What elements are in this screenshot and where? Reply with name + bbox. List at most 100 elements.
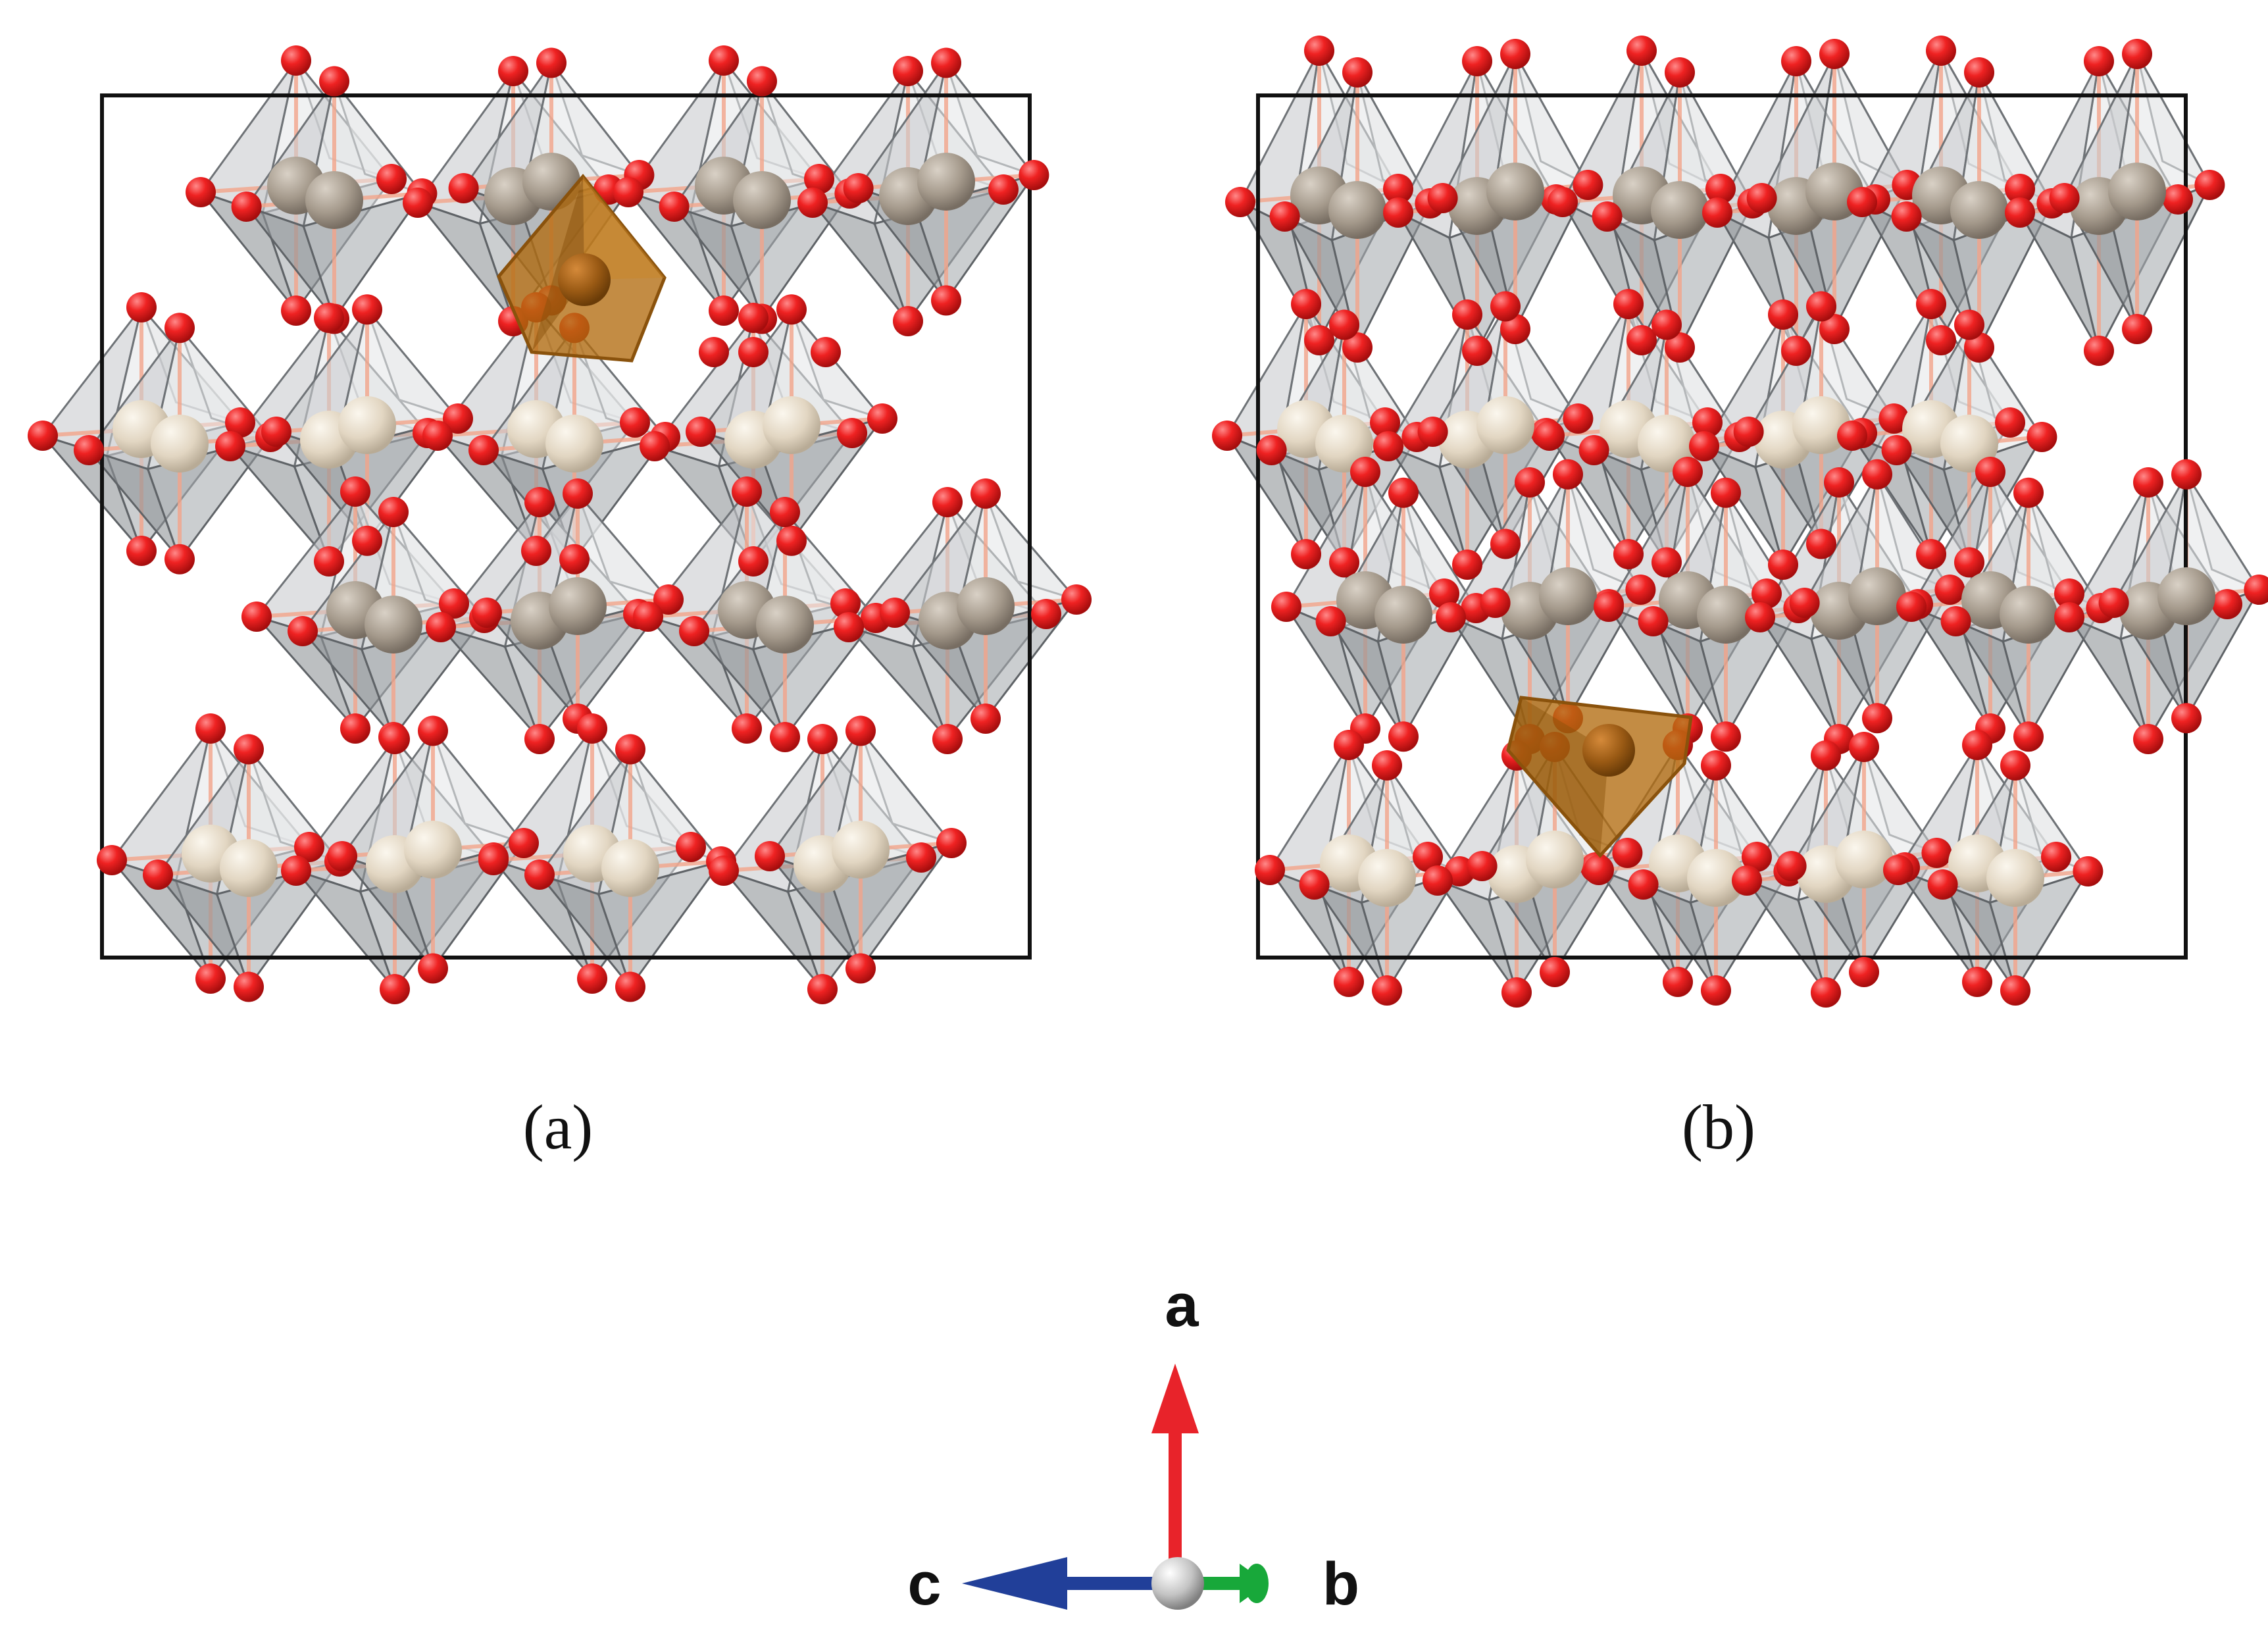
panel-a-oxygen-atom (867, 403, 897, 434)
panel-b-oxygen-atom (1819, 39, 1850, 69)
panel-a-oxygen-atom (932, 487, 963, 517)
panel-b-oxygen-atom (1862, 459, 1892, 490)
panel-b-oxygen-atom (1370, 407, 1400, 438)
panel-b-oxygen-atom (1342, 332, 1373, 363)
panel-a-oxygen-atom (231, 192, 262, 222)
panel-a-oxygen-atom (195, 713, 226, 744)
panel-a-oxygen-atom (659, 192, 690, 222)
panel-b-oxygen-atom (1436, 602, 1466, 632)
panel-b-oxygen-atom (1837, 421, 1867, 451)
panel-b-oxygen-atom (1751, 578, 1782, 609)
panel-b-oxygen-atom (1705, 174, 1736, 204)
panel-a-oxygen-atom (241, 602, 272, 632)
panel-a-oxygen-atom (738, 546, 769, 577)
panel-b-highlight-polyhedron (1506, 696, 1693, 858)
panel-a-oxygen-atom (376, 164, 407, 194)
panel-a-oxygen-atom (426, 612, 456, 642)
panel-a-oxygen-atom (893, 56, 923, 86)
panel-a-atoms (28, 45, 1092, 1004)
panel-a-oxygen-atom (478, 845, 509, 875)
panel-b-cation-atom (1638, 415, 1696, 473)
panel-b-oxygen-atom (1388, 721, 1419, 752)
panel-a-oxygen-atom (422, 421, 453, 451)
panel-a-oxygen-atom (770, 722, 800, 752)
panel-b-cation-atom (1697, 586, 1755, 644)
panel-b-oxygen-atom (1271, 592, 1301, 622)
panel-b-oxygen-atom (1548, 187, 1578, 217)
panel-a-cation-atom (756, 596, 814, 653)
panel-b-oxygen-atom (1811, 740, 1841, 771)
panel-a-oxygen-atom (126, 292, 157, 322)
axis-c-arrow (962, 1557, 1175, 1610)
panel-b-oxygen-atom (1490, 291, 1521, 322)
panel-b-oxygen-atom (1383, 197, 1413, 228)
panel-a-structure (28, 45, 1092, 1004)
panel-a-oxygen-atom (340, 713, 370, 744)
panel-a-oxygen-atom (261, 417, 291, 447)
panel-a-oxygen-atom (521, 536, 551, 566)
panel-a-oxygen-atom (327, 841, 357, 871)
panel-b-oxygen-atom (1462, 46, 1492, 76)
panel-b-oxygen-atom (1746, 183, 1777, 213)
panel-a-oxygen-atom (732, 713, 762, 744)
panel-b-oxygen-atom (1962, 967, 1992, 997)
panel-b-oxygen-atom (1768, 550, 1798, 580)
panel-b-oxygen-atom (1975, 457, 2005, 487)
panel-a-oxygen-atom (843, 173, 874, 203)
panel-b-oxygen-atom (2054, 602, 2084, 632)
panel-a-oxygen-atom (126, 536, 157, 566)
panel-b-cation-atom (2000, 586, 2057, 644)
panel-a-cation-atom (601, 839, 659, 897)
panel-a-oxygen-atom (418, 715, 448, 746)
panel-b-oxygen-atom (2000, 975, 2030, 1006)
panel-b-oxygen-atom (2049, 183, 2080, 213)
panel-b-oxygen-atom (1613, 289, 1644, 319)
panel-a-oxygen-atom (709, 295, 739, 326)
panel-b-oxygen-atom (2122, 314, 2152, 344)
panel-b-cation-atom (1315, 415, 1373, 473)
panel-b-oxygen-atom (1781, 46, 1811, 76)
panel-b-cation-atom (1687, 849, 1745, 907)
panel-b-oxygen-atom (1921, 838, 1952, 868)
panel-b-oxygen-atom (1849, 957, 1879, 987)
panel-a-oxygen-atom (811, 337, 841, 367)
panel-b-oxygen-atom (1638, 606, 1669, 636)
panel-a-oxygen-atom (340, 476, 370, 507)
panel-a-oxygen-atom (613, 177, 643, 207)
panel-a-oxygen-atom (352, 525, 382, 556)
panel-b-oxygen-atom (1964, 332, 1994, 363)
panel-b-oxygen-atom (1612, 838, 1643, 868)
panel-a-oxygen-atom (679, 616, 709, 646)
panel-a-oxygen-atom (294, 832, 324, 862)
panel-b-oxygen-atom (1940, 606, 1971, 636)
panel-b-oxygen-atom (2122, 39, 2152, 69)
panel-b-oxygen-atom (1847, 187, 1877, 217)
panel-a-cation-atom (832, 821, 890, 879)
panel-b-oxygen-atom (2212, 589, 2242, 619)
panel-b-oxygen-atom (2005, 197, 2035, 228)
panel-b-oxygen-atom (1427, 183, 1458, 213)
panel-a-oxygen-atom (931, 47, 961, 78)
axis-a-label: a (1165, 1272, 1199, 1339)
panel-a-oxygen-atom (314, 546, 344, 577)
panel-b-oxygen-atom (1383, 174, 1413, 204)
panel-a-oxygen-atom (936, 828, 967, 858)
panel-b-highlight-cation (1582, 724, 1635, 777)
panel-b-oxygen-atom (1304, 36, 1334, 66)
panel-b-oxygen-atom (1711, 477, 1741, 508)
panel-a-oxygen-atom (988, 174, 1019, 205)
panel-b-oxygen-atom (1665, 332, 1695, 363)
panel-b-oxygen-atom (1776, 851, 1807, 881)
panel-b-cation-atom (1486, 163, 1544, 220)
panel-a-oxygen-atom (164, 544, 195, 575)
panel-b-oxygen-atom (1665, 57, 1695, 88)
panel-a-oxygen-atom (709, 45, 739, 76)
panel-a-oxygen-atom (418, 953, 448, 984)
panel-b-cation-atom (1950, 181, 2008, 239)
panel-b-oxygen-atom (1613, 539, 1644, 569)
panel-a-cation-atom (305, 171, 363, 229)
panel-a-oxygen-atom (845, 715, 876, 746)
panel-a-oxygen-atom (380, 974, 410, 1004)
panel-b-oxygen-atom (1806, 528, 1836, 559)
